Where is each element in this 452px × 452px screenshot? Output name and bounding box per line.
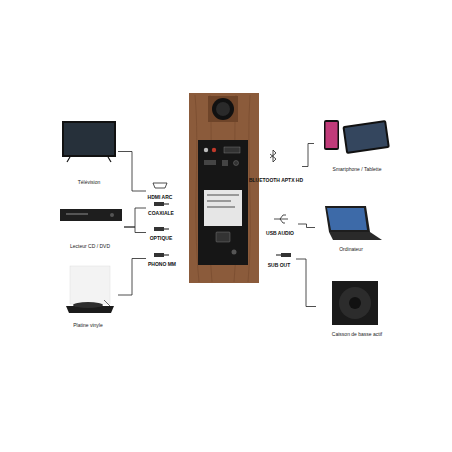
device-node: Smartphone / Tablette bbox=[314, 115, 400, 172]
laptop-base bbox=[329, 232, 382, 240]
player-body bbox=[60, 209, 122, 221]
device-node: Platine vinyle bbox=[58, 262, 118, 328]
usb-port bbox=[222, 160, 228, 166]
port-label: HDMI ARC bbox=[148, 194, 173, 200]
speaker-cabinet bbox=[189, 93, 259, 283]
sub-dustcap bbox=[349, 297, 361, 309]
phone-body bbox=[324, 120, 339, 150]
tablet bbox=[342, 120, 389, 154]
tablet-screen bbox=[345, 122, 388, 151]
switch bbox=[224, 147, 240, 153]
port-node: OPTIQUE bbox=[146, 224, 176, 241]
laptop-lid bbox=[325, 206, 370, 232]
sub-tip bbox=[276, 254, 281, 256]
rca-jack bbox=[204, 148, 208, 152]
spec-line bbox=[207, 200, 231, 202]
device-node: Télévision bbox=[60, 118, 118, 185]
player-knob bbox=[110, 213, 114, 217]
television bbox=[62, 121, 116, 162]
optical-port bbox=[234, 161, 239, 166]
bass-port-inner bbox=[216, 102, 230, 116]
power-switch bbox=[232, 250, 237, 255]
usb-icon bbox=[274, 215, 288, 223]
bass-port bbox=[212, 98, 234, 120]
rca-jack bbox=[212, 148, 216, 152]
device-caption: Lecteur CD / DVD bbox=[70, 243, 110, 249]
cd-player bbox=[60, 209, 122, 221]
sub-plug bbox=[281, 253, 291, 257]
device-caption: Platine vinyle bbox=[73, 322, 102, 328]
subwoofer bbox=[332, 281, 378, 325]
port-node: BLUETOOTH APTX HD bbox=[250, 150, 302, 183]
port-label: SUB OUT bbox=[268, 262, 291, 268]
tablet-body bbox=[342, 120, 389, 154]
device-node: Lecteur CD / DVD bbox=[56, 205, 124, 249]
port-icons bbox=[153, 150, 291, 257]
hdmi-icon bbox=[153, 183, 167, 188]
port-label: OPTIQUE bbox=[150, 235, 173, 241]
spec-label bbox=[204, 190, 242, 226]
power-socket bbox=[216, 232, 230, 242]
spec-line bbox=[207, 194, 239, 196]
record-sleeve bbox=[70, 266, 110, 304]
tv-screen bbox=[64, 123, 114, 155]
connector-line bbox=[298, 224, 315, 228]
phono-plug bbox=[154, 253, 164, 257]
port-node: SUB OUT bbox=[262, 250, 296, 268]
coax-tip bbox=[164, 203, 169, 205]
port-label: BLUETOOTH APTX HD bbox=[249, 177, 303, 183]
connector-line bbox=[118, 259, 146, 296]
sub-cabinet bbox=[332, 281, 378, 325]
connector-line bbox=[302, 144, 314, 167]
tv-foot bbox=[108, 157, 111, 162]
coax-plug bbox=[154, 202, 164, 206]
port-node: USB AUDIO bbox=[262, 212, 298, 236]
port-node: PHONO MM bbox=[146, 250, 178, 267]
hdmi-port bbox=[204, 160, 216, 165]
laptop-screen bbox=[327, 208, 367, 230]
port-label: PHONO MM bbox=[148, 261, 176, 267]
port-label: USB AUDIO bbox=[266, 230, 294, 236]
wood-grain bbox=[195, 95, 250, 282]
speaker bbox=[189, 93, 259, 283]
turntable bbox=[66, 266, 114, 313]
tv-frame bbox=[62, 121, 116, 157]
connector-line bbox=[124, 227, 146, 233]
connector-line bbox=[124, 208, 146, 227]
device-caption: Caisson de basse actif bbox=[332, 331, 382, 337]
optical-tip bbox=[164, 228, 169, 230]
laptop bbox=[325, 206, 382, 240]
sub-driver bbox=[339, 287, 371, 319]
bluetooth-icon bbox=[270, 150, 276, 162]
port-node: HDMI ARC bbox=[146, 182, 174, 200]
disc-tray bbox=[66, 213, 88, 215]
device-node: Ordinateur bbox=[315, 203, 387, 252]
connector-line bbox=[296, 259, 316, 307]
record-platter bbox=[73, 302, 103, 308]
device-caption: Télévision bbox=[78, 179, 101, 185]
spec-line bbox=[207, 206, 235, 208]
device-node: Caisson de basse actif bbox=[316, 276, 398, 337]
port-label: COAXIALE bbox=[148, 210, 174, 216]
port-node: COAXIALE bbox=[146, 200, 176, 216]
device-caption: Ordinateur bbox=[339, 246, 363, 252]
phone-screen bbox=[326, 122, 338, 148]
connector-line bbox=[118, 152, 146, 192]
rear-panel bbox=[198, 140, 248, 265]
tv-foot bbox=[67, 157, 70, 162]
tonearm bbox=[104, 300, 110, 306]
phono-tip bbox=[164, 254, 169, 256]
phone-tablet bbox=[324, 120, 390, 154]
device-caption: Smartphone / Tablette bbox=[333, 166, 382, 172]
optical-plug bbox=[154, 227, 164, 231]
bass-port-frame bbox=[208, 96, 238, 122]
